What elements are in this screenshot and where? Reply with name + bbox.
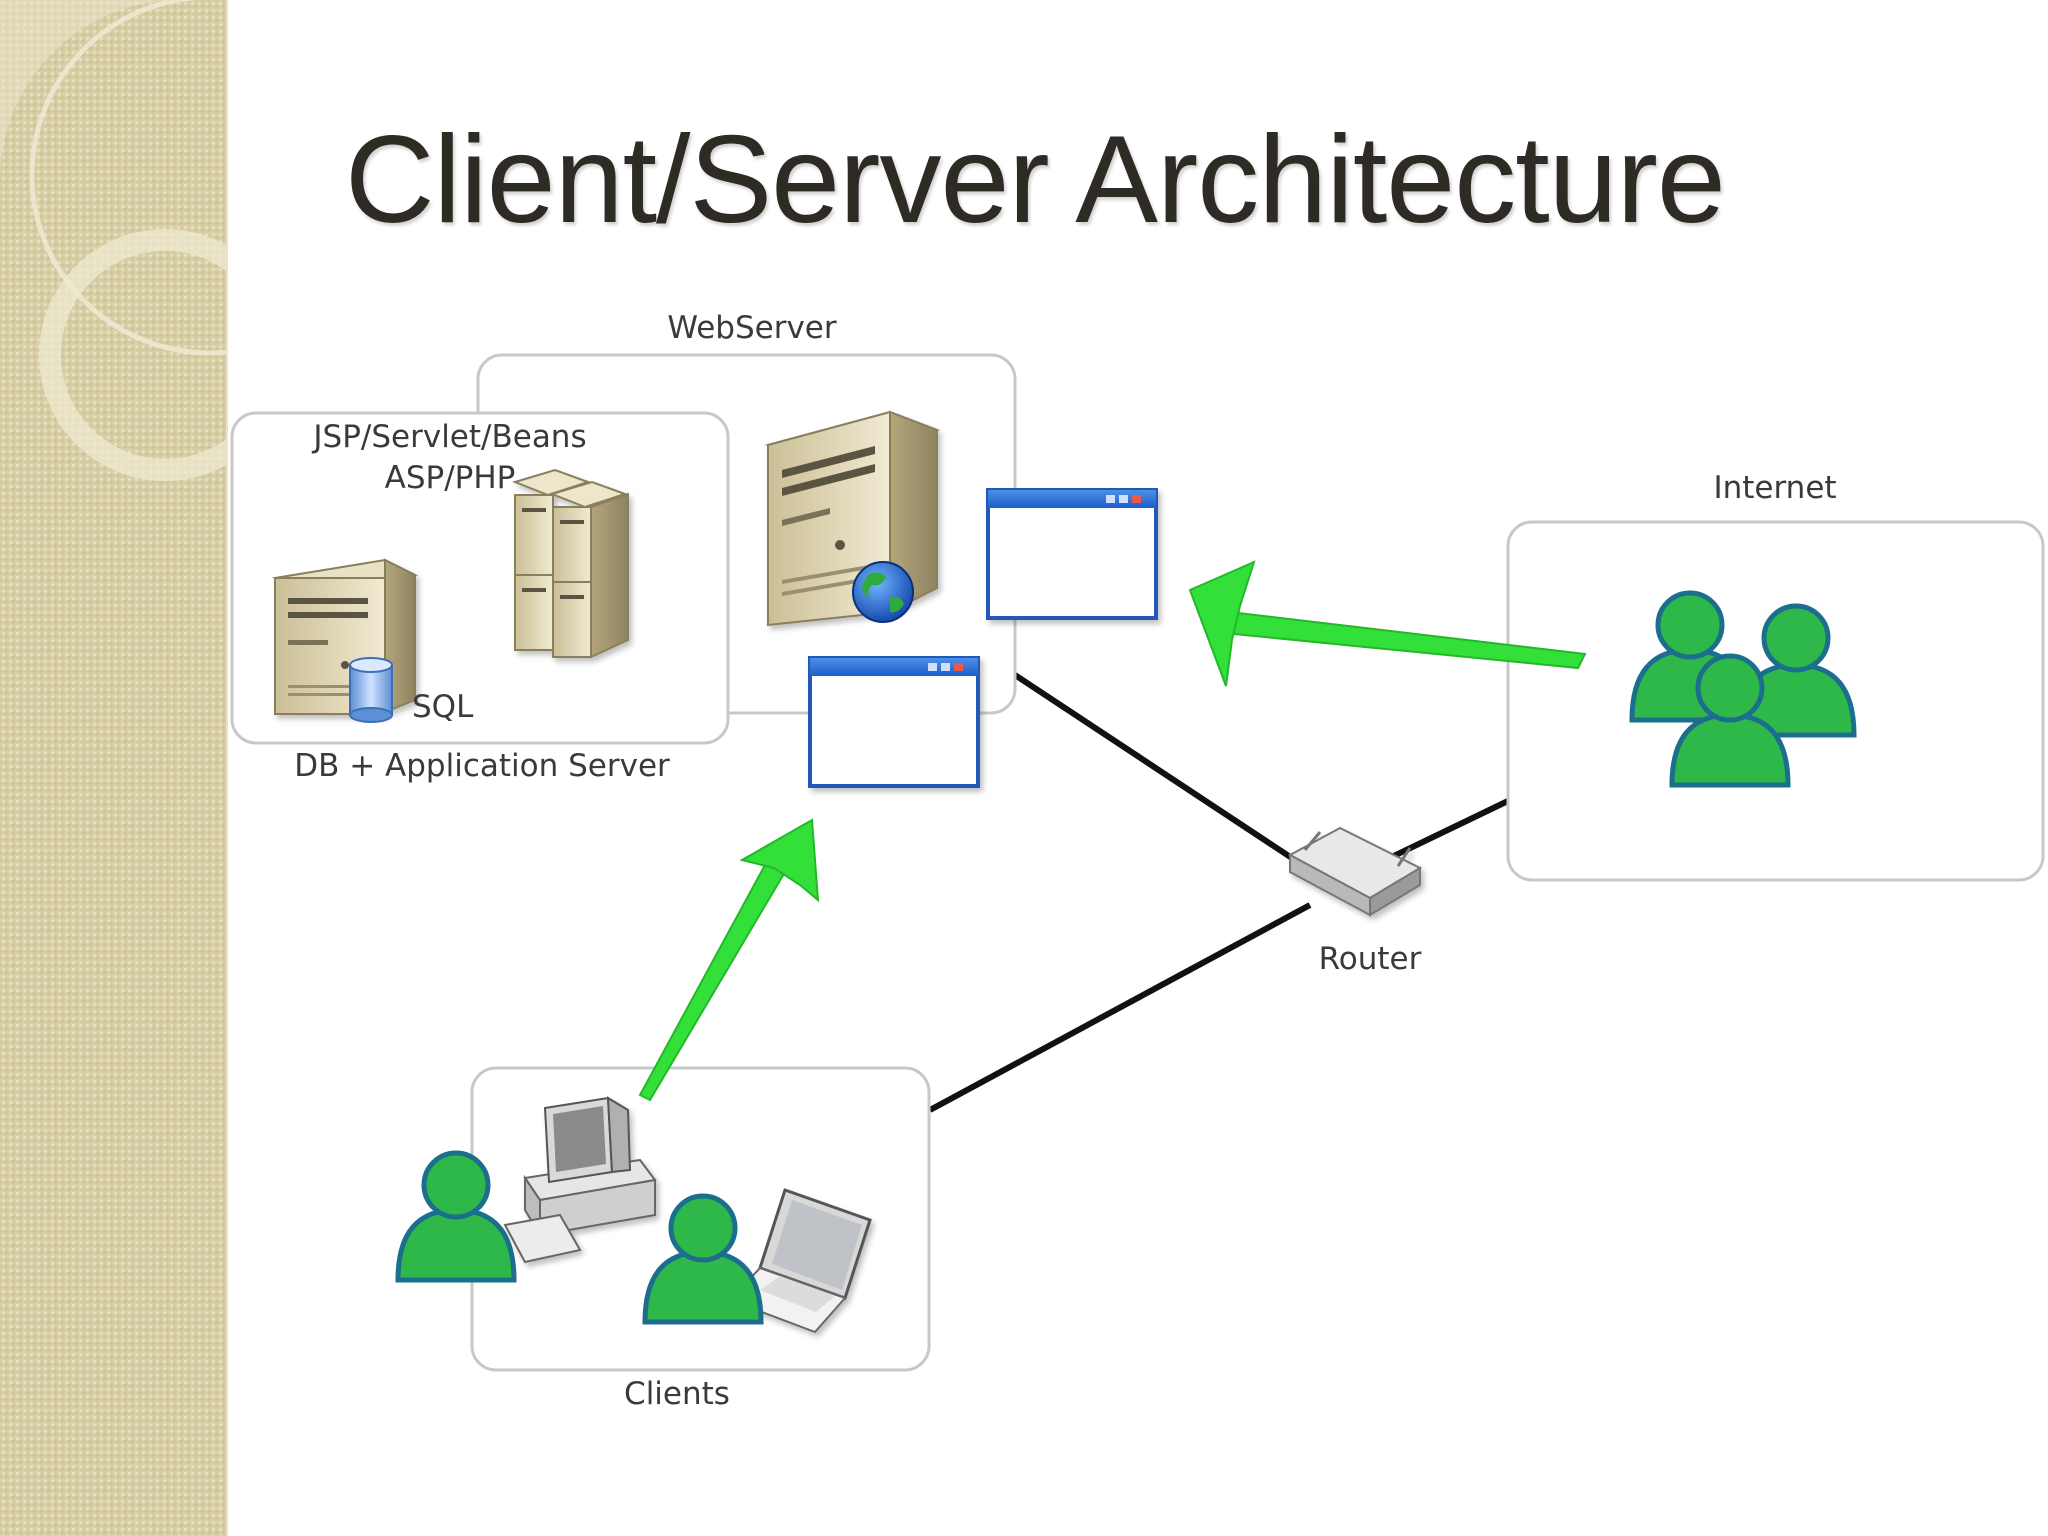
link-webserver-router <box>1013 672 1312 873</box>
laptop-icon <box>728 1188 872 1334</box>
app-tech-label-line2: ASP/PHP <box>385 460 516 496</box>
db-server-icon <box>271 558 419 715</box>
link-router-internet <box>1373 797 1512 868</box>
app-server-rack-icon <box>511 468 629 659</box>
slide-title: Client/Server Architecture <box>345 111 1726 249</box>
router-label: Router <box>1319 941 1422 977</box>
web-page-window-icon <box>986 488 1158 620</box>
globe-icon <box>852 561 914 623</box>
laptop-user-icon <box>642 1193 764 1325</box>
internet-users-icon <box>1629 590 1857 788</box>
webserver-label: WebServer <box>667 310 836 346</box>
web-server-icon <box>764 410 941 627</box>
client-page-window-icon <box>808 656 980 788</box>
decorative-sidebar <box>0 0 226 1536</box>
internet-label: Internet <box>1713 470 1836 506</box>
request-arrow-internet-to-webserver <box>1188 560 1587 687</box>
sidebar-divider <box>226 0 228 1536</box>
db-app-server-label: DB + Application Server <box>294 748 670 784</box>
database-icon <box>349 657 393 723</box>
sql-label: SQL <box>412 689 474 725</box>
router-icon <box>1287 826 1423 917</box>
link-router-clients <box>928 902 1312 1113</box>
request-arrow-client-to-webserver <box>638 818 820 1102</box>
desktop-computer-icon <box>503 1096 657 1264</box>
client-user-icon <box>395 1150 517 1283</box>
decorative-circles <box>0 0 226 481</box>
clients-label: Clients <box>624 1376 730 1412</box>
app-tech-label-line1: JSP/Servlet/Beans <box>311 419 586 455</box>
